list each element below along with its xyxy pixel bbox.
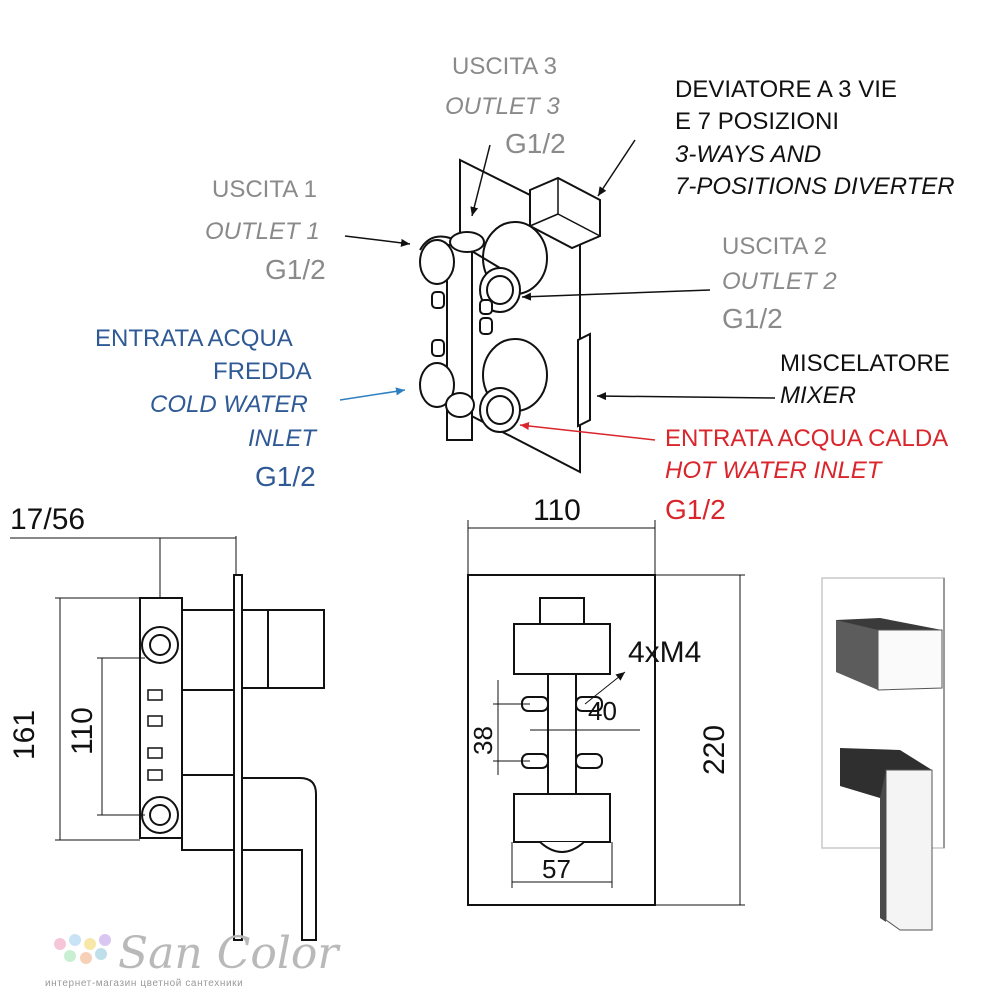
brand-logo: San Color	[118, 928, 339, 979]
dim-screw-spacing-v: 38	[468, 726, 498, 755]
cold-label-en2: INLET	[248, 425, 317, 452]
leader-lines	[339, 139, 776, 441]
dim-side-height-axes: 110	[66, 707, 99, 755]
dim-screw-spacing-h: 40	[588, 696, 617, 726]
outlet3-label-en: OUTLET 3	[445, 93, 560, 120]
mixer-label-it: MISCELATORE	[780, 350, 950, 377]
dim-side-depth: 17/56	[10, 503, 86, 536]
outlet1-label-it: USCITA 1	[212, 176, 317, 203]
diverter-label-en1: 3-WAYS AND	[675, 141, 822, 168]
cold-label-en1: COLD WATER	[150, 391, 308, 418]
side-view	[10, 536, 325, 941]
mixer-label-en: MIXER	[780, 382, 857, 409]
outlet2-label-it: USCITA 2	[722, 233, 827, 260]
dim-front-height: 220	[698, 724, 731, 775]
brand-tagline: интернет-магазин цветной сантехники	[45, 978, 244, 989]
diverter-label-en2: 7-POSITIONS DIVERTER	[675, 173, 955, 200]
product-render	[821, 577, 945, 931]
outlet3-thread: G1/2	[505, 128, 566, 159]
cold-label-it2: FREDDA	[213, 358, 312, 385]
hot-thread: G1/2	[665, 494, 726, 525]
dim-side-height-total: 161	[8, 709, 41, 760]
diverter-label-it2: E 7 POSIZIONI	[675, 108, 840, 135]
diverter-label-it1: DEVIATORE A 3 VIE	[675, 76, 897, 103]
cold-label-it1: ENTRATA ACQUA	[95, 325, 293, 352]
outlet2-label-en: OUTLET 2	[722, 268, 837, 295]
outlet1-thread: G1/2	[265, 254, 326, 285]
dim-axis-spacing: 57	[542, 854, 571, 884]
dim-screws: 4xM4	[628, 636, 702, 669]
dim-front-width: 110	[533, 494, 581, 527]
hot-label-en: HOT WATER INLET	[665, 457, 882, 484]
outlet2-thread: G1/2	[722, 303, 783, 334]
brand-dots	[54, 934, 111, 964]
cold-thread: G1/2	[255, 461, 316, 492]
front-view	[467, 520, 745, 906]
isometric-valve	[419, 158, 601, 474]
outlet3-label-it: USCITA 3	[452, 53, 557, 80]
hot-label-it: ENTRATA ACQUA CALDA	[665, 425, 949, 452]
outlet1-label-en: OUTLET 1	[205, 218, 320, 245]
